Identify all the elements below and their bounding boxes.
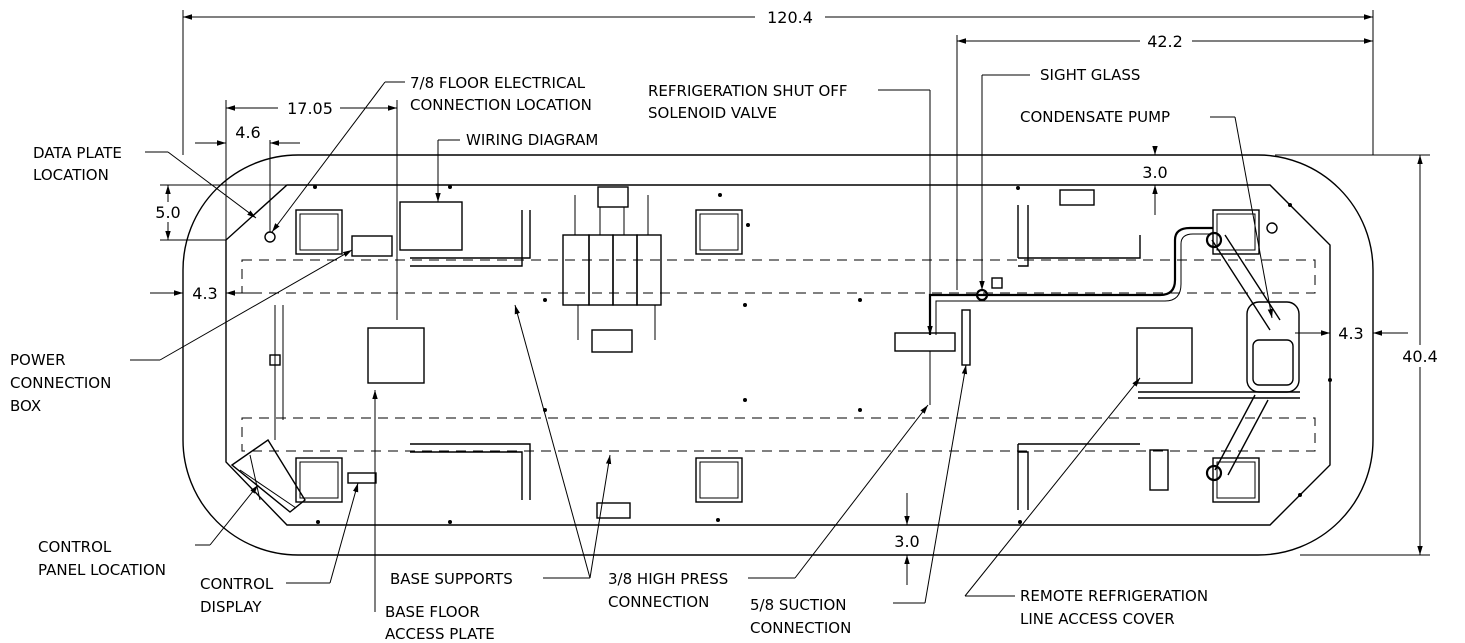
callout-sight-glass: SIGHT GLASS: [1040, 66, 1140, 84]
dim-data-plate-offset-label: 4.6: [235, 123, 260, 142]
callout-power-box: POWER: [10, 351, 66, 369]
contactor-cluster: [562, 186, 662, 353]
callout-control-panel-line2: PANEL LOCATION: [38, 561, 166, 579]
control-display: [347, 472, 377, 484]
callout-floor-electrical-line2: CONNECTION LOCATION: [410, 96, 592, 114]
callout-remote-line-cover-line2: LINE ACCESS COVER: [1020, 610, 1175, 628]
dim-right-rail-offset-label: 4.3: [1338, 324, 1363, 343]
dim-overall-width-label: 40.4: [1402, 347, 1438, 366]
base-floor-access-plate: [367, 327, 425, 384]
callout-suction: 5/8 SUCTION: [750, 596, 847, 614]
wiring-diagram-panel: [399, 201, 463, 251]
refrigeration-piping: [894, 226, 1213, 405]
right-bracket-plate: [1149, 449, 1169, 491]
callout-high-press: 3/8 HIGH PRESS: [608, 570, 728, 588]
callout-base-supports: BASE SUPPORTS: [390, 570, 513, 588]
condensate-pump: [1138, 222, 1300, 482]
dim-data-plate-height-label: 5.0: [155, 203, 180, 222]
callout-control-panel: CONTROL: [38, 538, 112, 556]
leader-lines: [130, 74, 1274, 612]
small-cover-top: [1059, 189, 1095, 206]
callout-remote-line-cover: REMOTE REFRIGERATION: [1020, 587, 1208, 605]
remote-line-access-cover: [1136, 327, 1193, 384]
callout-wiring-diagram: WIRING DIAGRAM: [466, 131, 598, 149]
dim-top-clearance-label: 3.0: [1142, 163, 1167, 182]
callout-power-box-line2: CONNECTION: [10, 374, 111, 392]
callout-solenoid: REFRIGERATION SHUT OFF: [648, 82, 848, 100]
callout-power-box-line3: BOX: [10, 397, 41, 415]
unit-outline: [182, 154, 1374, 556]
dim-left-rail-offset-label: 4.3: [192, 284, 217, 303]
extension-lines: [160, 10, 1430, 556]
dim-overall-length-label: 120.4: [767, 8, 813, 27]
callout-solenoid-line2: SOLENOID VALVE: [648, 104, 777, 122]
callout-floor-electrical: 7/8 FLOOR ELECTRICAL: [410, 74, 586, 92]
bolt-holes: [313, 185, 1332, 524]
dim-left-offset-label: 17.05: [287, 99, 333, 118]
callout-suction-line2: CONNECTION: [750, 619, 851, 637]
small-cover-bottom: [596, 502, 631, 519]
control-panel: [230, 305, 306, 513]
callout-base-floor-line2: ACCESS PLATE: [385, 625, 495, 643]
base-supports: [410, 205, 1141, 510]
power-connection-box: [351, 235, 393, 257]
callout-data-plate: DATA PLATE: [33, 144, 122, 162]
callout-condensate-pump: CONDENSATE PUMP: [1020, 108, 1170, 126]
dim-right-offset-label: 42.2: [1147, 32, 1183, 51]
callout-control-display-line2: DISPLAY: [200, 598, 262, 616]
callout-base-floor: BASE FLOOR: [385, 603, 480, 621]
lower-rail-channel: [241, 417, 1316, 452]
callout-high-press-line2: CONNECTION: [608, 593, 709, 611]
mounting-pad: [295, 209, 1260, 503]
dim-bottom-clearance-label: 3.0: [894, 532, 919, 551]
callout-data-plate-line2: LOCATION: [33, 166, 109, 184]
floor-electrical-connection: [264, 231, 276, 243]
upper-rail-channel: [241, 259, 1316, 294]
callout-control-display: CONTROL: [200, 575, 274, 593]
